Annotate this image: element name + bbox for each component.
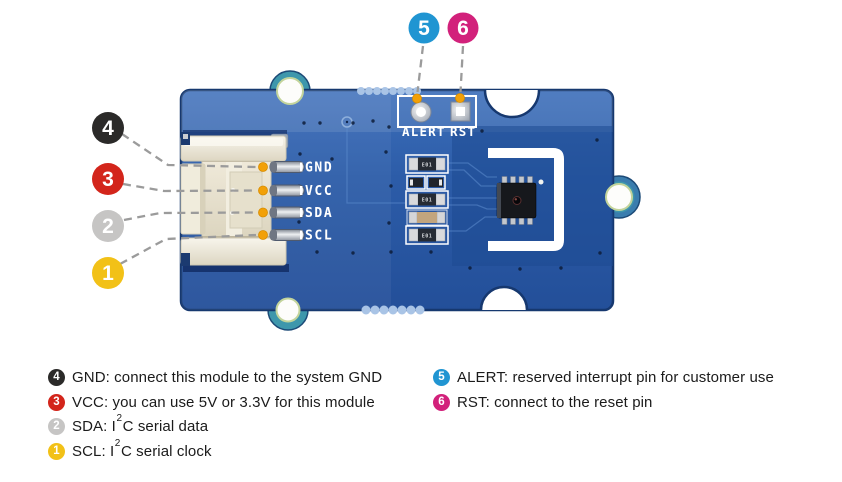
svg-text:E01: E01 [422, 163, 433, 169]
sda-silk-label: SDA [305, 206, 333, 221]
legend-item-scl: 1 SCL: I2C serial clock [48, 437, 383, 460]
legend-bullet-1: 1 [48, 442, 65, 460]
pin-marker-dots [258, 93, 465, 240]
leader-line-scl [119, 233, 257, 266]
copper-traces [346, 127, 497, 232]
leader-line-alert [416, 45, 425, 93]
svg-text:6: 6 [457, 17, 469, 40]
legend-bullet-number: 2 [53, 420, 60, 433]
svg-text:2: 2 [102, 215, 114, 238]
legend-item-alert: 5 ALERT: reserved interrupt pin for cust… [433, 369, 775, 386]
sensor-area [488, 148, 564, 251]
smd-resistor-1: E01 [405, 154, 449, 174]
marker-dot-rst [455, 93, 465, 103]
callout-4: 4 [92, 112, 124, 144]
smd-diode-pair [406, 175, 446, 190]
legend-text-gnd: GND: connect this module to the system G… [72, 369, 383, 386]
marker-dot-alert [412, 93, 422, 104]
callout-2: 2 [92, 210, 124, 242]
legend-bullet-number: 1 [53, 444, 60, 457]
callout-5: 5 [408, 12, 440, 44]
smd-resistor-2: E01 [405, 190, 449, 209]
legend-bullet-number: 6 [438, 395, 445, 408]
legend-bullet-number: 4 [53, 371, 60, 383]
leader-line-rst [459, 45, 465, 93]
legend-bullet-5: 5 [433, 369, 450, 386]
legend-item-rst: 6 RST: connect to the reset pin [433, 393, 775, 411]
marker-dot-sda [258, 207, 268, 218]
smd-capacitor [406, 209, 448, 226]
legend-bullet-3: 3 [48, 393, 65, 411]
bottom-edge-notch [479, 285, 529, 310]
alert-silk-label: ALERT [402, 124, 446, 139]
svg-text:E01: E01 [422, 234, 433, 240]
svg-text:E01: E01 [422, 198, 433, 204]
svg-text:3: 3 [102, 168, 114, 191]
legend-bullet-4: 4 [48, 369, 65, 386]
gnd-silk-label: GND [305, 161, 333, 176]
pin-row-vcc: VCC [269, 184, 333, 199]
legend-bullet-number: 5 [438, 371, 445, 383]
svg-text:1: 1 [102, 262, 114, 285]
callout-3: 3 [92, 163, 124, 195]
svg-text:4: 4 [102, 117, 114, 140]
connector-bottom-flange [180, 237, 287, 266]
marker-dot-gnd [258, 162, 268, 172]
alert-rst-pads: ALERT RST [397, 95, 477, 139]
legend-text-rst: RST: connect to the reset pin [457, 393, 653, 411]
pin-row-sda: SDA [269, 206, 333, 221]
legend-left-column: 4 GND: connect this module to the system… [48, 369, 383, 467]
leader-lines [119, 45, 465, 266]
board-figure: ALERT RST E01 [92, 12, 641, 331]
legend-bullet-number: 3 [53, 395, 60, 408]
legend-text-sda: SDA: I2C serial data [72, 413, 209, 436]
vcc-silk-label: VCC [305, 184, 333, 199]
sensor-chip [496, 176, 537, 225]
leader-line-vcc [122, 182, 257, 193]
legend-item-sda: 2 SDA: I2C serial data [48, 413, 383, 436]
smd-resistor-3: E01 [405, 225, 449, 245]
breakaway-serration-bottom [361, 305, 425, 315]
via-dots [297, 119, 602, 271]
legend-bullet-2: 2 [48, 418, 65, 436]
silkscreen-bracket [488, 148, 564, 251]
rst-silk-label: RST [450, 124, 476, 139]
mounting-holes [275, 77, 633, 323]
legend-text-scl: SCL: I2C serial clock [72, 437, 212, 460]
legend-item-gnd: 4 GND: connect this module to the system… [48, 369, 383, 386]
smd-components: E01 E01 [405, 154, 449, 245]
svg-text:5: 5 [418, 17, 430, 40]
legend-right-column: 5 ALERT: reserved interrupt pin for cust… [433, 369, 775, 418]
legend-item-vcc: 3 VCC: you can use 5V or 3.3V for this m… [48, 393, 383, 411]
callout-1: 1 [92, 257, 124, 289]
legend-text-vcc: VCC: you can use 5V or 3.3V for this mod… [72, 393, 375, 411]
top-edge-notch [483, 90, 541, 119]
callout-6: 6 [447, 12, 479, 44]
scl-silk-label: SCL [305, 229, 333, 244]
leader-line-gnd [121, 133, 257, 169]
grove-connector [180, 130, 289, 272]
pin1-marker-dot [538, 179, 544, 185]
pin-row-gnd: GND [269, 161, 333, 176]
marker-dot-vcc [258, 185, 268, 196]
legend-bullet-6: 6 [433, 393, 450, 411]
leader-line-sda [123, 211, 257, 222]
marker-dot-scl [258, 230, 268, 240]
legend-text-alert: ALERT: reserved interrupt pin for custom… [457, 369, 774, 386]
pin-row-scl: SCL [269, 229, 333, 244]
